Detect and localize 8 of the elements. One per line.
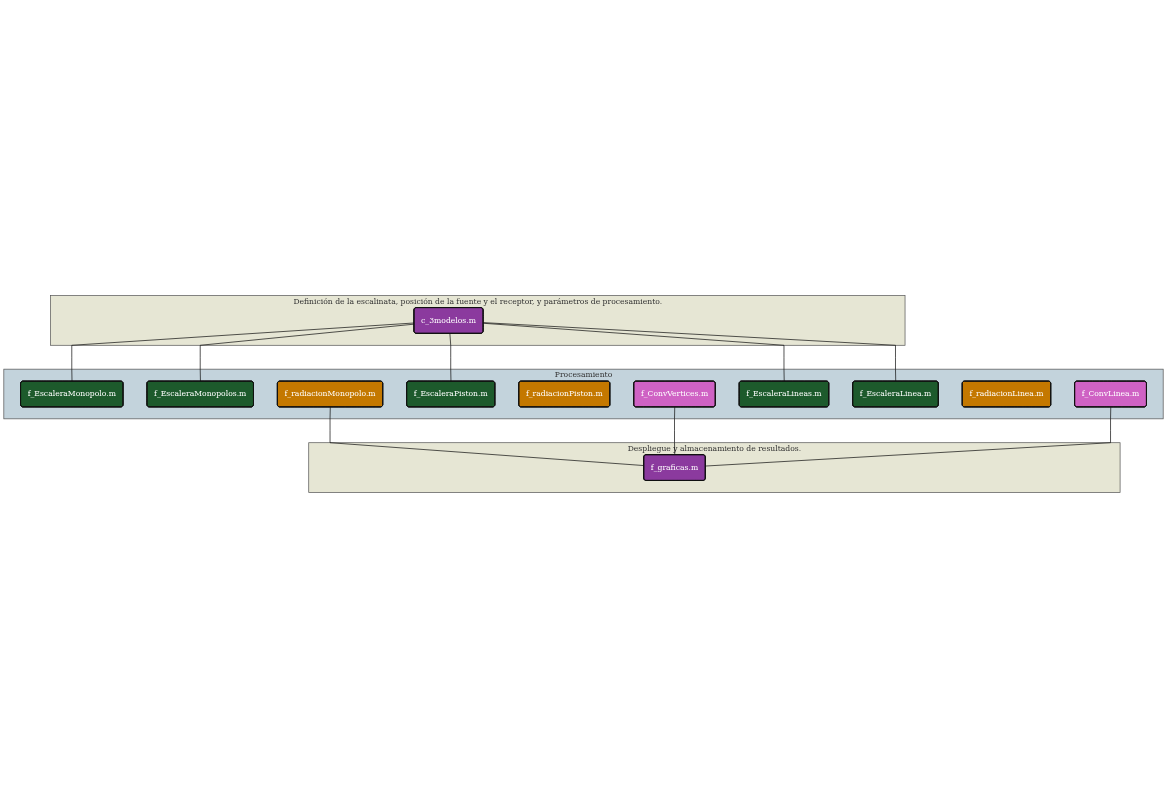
- connector: [674, 406, 676, 456]
- connector: [449, 333, 452, 382]
- connector: [483, 322, 897, 382]
- connector: [329, 406, 645, 466]
- connector: [71, 322, 415, 382]
- connector: [483, 322, 785, 382]
- connector: [199, 323, 415, 382]
- connector: [705, 406, 1112, 467]
